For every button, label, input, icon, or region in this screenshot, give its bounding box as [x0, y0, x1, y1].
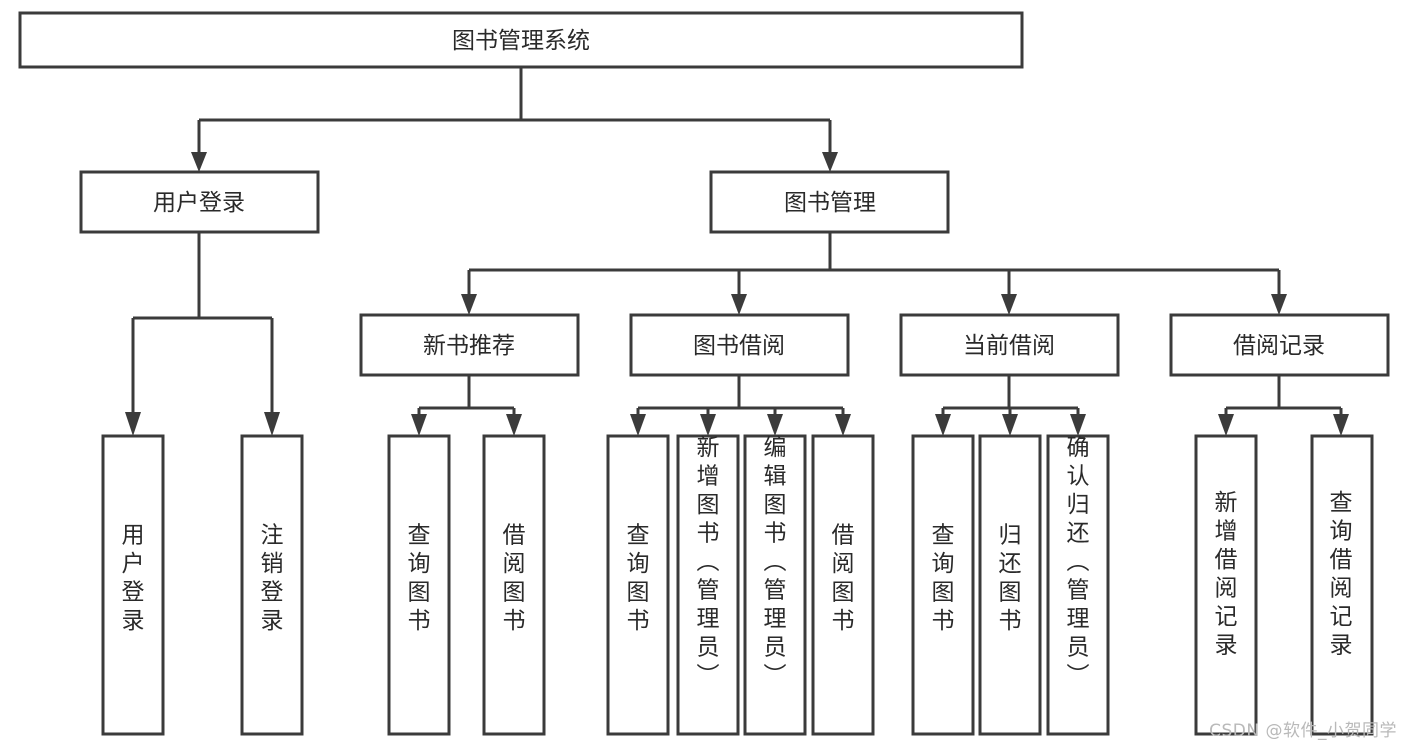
leaf-query-book-newbook-box[interactable]	[387, 434, 451, 736]
leaf-borrow-book-borrow-label: 借阅图书	[832, 522, 855, 634]
leaf-query-book-current[interactable]: 查询图书	[911, 434, 975, 736]
leaf-query-book-borrow[interactable]: 查询图书	[606, 434, 670, 736]
node-user-login-label: 用户登录	[153, 190, 245, 216]
node-book-borrow[interactable]: 图书借阅	[629, 313, 850, 377]
arrow-to-current	[1001, 294, 1017, 315]
node-current-borrow-label: 当前借阅	[963, 333, 1055, 359]
leaf-borrow-book-newbook-box[interactable]	[482, 434, 546, 736]
leaf-user-login-box[interactable]	[101, 434, 165, 736]
leaf-add-book-admin[interactable]: 新增图书︵管理员︶	[676, 434, 740, 736]
leaf-confirm-return-admin-label: 确认归还︵管理员︶	[1067, 435, 1090, 689]
node-user-login-box[interactable]	[79, 170, 320, 234]
arrow-newbook-leaf1	[411, 414, 427, 436]
arrow-borrow-leaf2	[700, 414, 716, 436]
leaf-logout-label: 注销登录	[261, 522, 284, 634]
node-root-box[interactable]	[18, 11, 1024, 69]
leaf-query-book-newbook[interactable]: 查询图书	[387, 434, 451, 736]
arrow-to-user-login	[191, 152, 207, 172]
leaf-add-borrow-record[interactable]: 新增借阅记录	[1194, 434, 1258, 736]
node-new-book-recommend-box[interactable]	[359, 313, 580, 377]
leaf-query-book-newbook-label: 查询图书	[408, 522, 431, 634]
leaf-borrow-book-newbook-label: 借阅图书	[503, 522, 526, 634]
leaf-logout[interactable]: 注销登录	[240, 434, 304, 736]
arrow-userlogin-leaf1	[125, 412, 141, 436]
node-current-borrow-box[interactable]	[899, 313, 1120, 377]
node-new-book-recommend-label: 新书推荐	[423, 333, 515, 359]
leaf-confirm-return-admin[interactable]: 确认归还︵管理员︶	[1046, 434, 1110, 736]
leaf-confirm-return-admin-box[interactable]	[1046, 434, 1110, 736]
nodes-layer: 图书管理系统 用户登录 图书管理 新书推荐 图书借阅 当前	[18, 11, 1390, 736]
node-borrow-record-label: 借阅记录	[1233, 333, 1325, 359]
arrow-borrow-leaf1	[630, 414, 646, 436]
leaf-query-book-current-box[interactable]	[911, 434, 975, 736]
arrow-to-borrow	[731, 294, 747, 315]
arrow-to-record	[1271, 294, 1287, 315]
leaf-edit-book-admin-label: 编辑图书︵管理员︶	[764, 435, 787, 689]
node-book-management-box[interactable]	[709, 170, 950, 234]
leaf-logout-box[interactable]	[240, 434, 304, 736]
node-book-management[interactable]: 图书管理	[709, 170, 950, 234]
node-root-label: 图书管理系统	[452, 28, 590, 54]
arrow-userlogin-leaf2	[264, 412, 280, 436]
arrow-record-leaf1	[1218, 414, 1234, 436]
leaf-add-borrow-record-label: 新增借阅记录	[1215, 490, 1238, 659]
node-borrow-record[interactable]: 借阅记录	[1169, 313, 1390, 377]
leaf-edit-book-admin-box[interactable]	[743, 434, 807, 736]
arrow-current-leaf2	[1002, 414, 1018, 436]
node-book-borrow-box[interactable]	[629, 313, 850, 377]
leaf-return-book-label: 归还图书	[999, 522, 1022, 634]
leaf-borrow-book-borrow-box[interactable]	[811, 434, 875, 736]
node-book-management-label: 图书管理	[784, 190, 876, 216]
arrow-to-book-mgmt	[822, 152, 838, 172]
leaf-borrow-book-newbook[interactable]: 借阅图书	[482, 434, 546, 736]
arrow-newbook-leaf2	[506, 414, 522, 436]
leaf-edit-book-admin[interactable]: 编辑图书︵管理员︶	[743, 434, 807, 736]
arrow-borrow-leaf4	[835, 414, 851, 436]
arrow-to-newbook	[461, 294, 477, 315]
arrow-current-leaf1	[935, 414, 951, 436]
arrow-record-leaf2	[1333, 414, 1349, 436]
arrow-borrow-leaf3	[767, 414, 783, 436]
leaf-borrow-book-borrow[interactable]: 借阅图书	[811, 434, 875, 736]
leaf-return-book[interactable]: 归还图书	[978, 434, 1042, 736]
arrow-current-leaf3	[1070, 414, 1086, 436]
node-borrow-record-box[interactable]	[1169, 313, 1390, 377]
node-user-login[interactable]: 用户登录	[79, 170, 320, 234]
leaf-query-book-borrow-label: 查询图书	[627, 522, 650, 634]
leaf-query-borrow-record[interactable]: 查询借阅记录	[1310, 434, 1374, 736]
leaf-return-book-box[interactable]	[978, 434, 1042, 736]
leaf-query-borrow-record-box[interactable]	[1310, 434, 1374, 736]
leaf-add-borrow-record-box[interactable]	[1194, 434, 1258, 736]
node-current-borrow[interactable]: 当前借阅	[899, 313, 1120, 377]
leaf-add-book-admin-label: 新增图书︵管理员︶	[697, 435, 720, 689]
node-book-borrow-label: 图书借阅	[693, 333, 785, 359]
leaf-user-login-label: 用户登录	[122, 522, 145, 634]
leaf-query-book-borrow-box[interactable]	[606, 434, 670, 736]
node-new-book-recommend[interactable]: 新书推荐	[359, 313, 580, 377]
node-root[interactable]: 图书管理系统	[18, 11, 1024, 69]
leaf-query-borrow-record-label: 查询借阅记录	[1330, 490, 1353, 659]
leaf-user-login[interactable]: 用户登录	[101, 434, 165, 736]
leaf-add-book-admin-box[interactable]	[676, 434, 740, 736]
leaf-query-book-current-label: 查询图书	[932, 522, 955, 634]
